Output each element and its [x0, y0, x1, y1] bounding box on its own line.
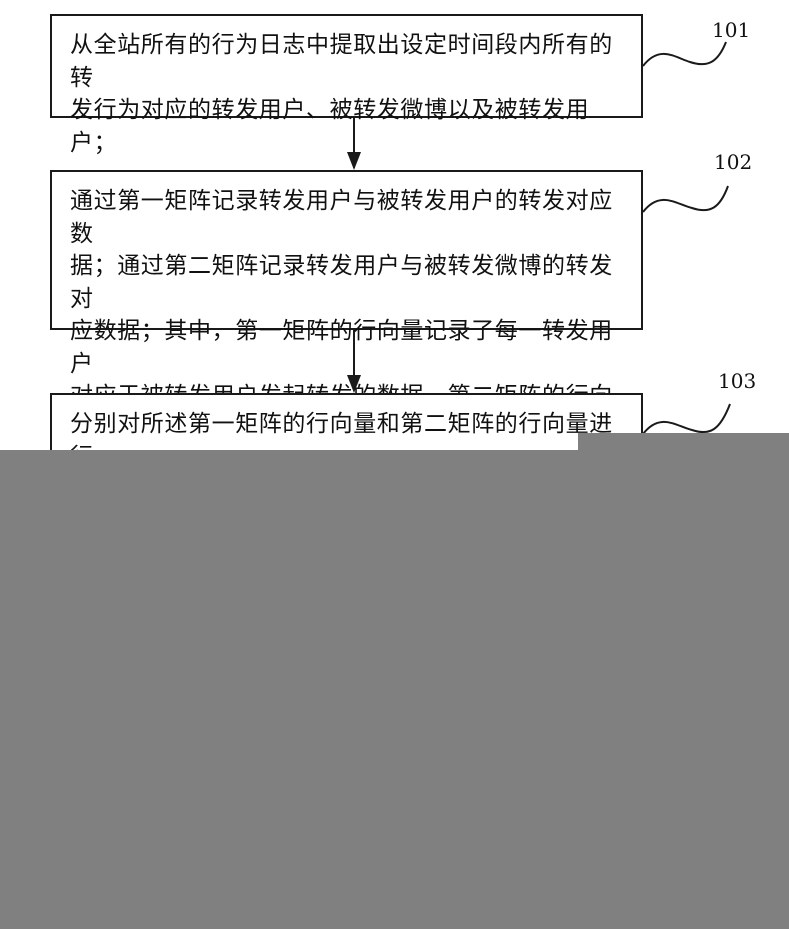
arrowhead-102-to-103: [347, 375, 361, 393]
leader-line-103: [642, 403, 731, 435]
step-label-102: 102: [714, 150, 753, 174]
leader-line-102: [642, 185, 729, 213]
step-box-102: 通过第一矩阵记录转发用户与被转发用户的转发对应数 据；通过第二矩阵记录转发用户与…: [50, 170, 643, 507]
step-label-103: 103: [718, 369, 757, 393]
leader-line-101: [642, 41, 727, 67]
redaction-overlay: [0, 450, 789, 929]
redaction-overlay-notch: [578, 433, 789, 453]
arrowhead-101-to-102: [347, 152, 361, 170]
step-label-101: 101: [712, 18, 751, 42]
step-box-101: 从全站所有的行为日志中提取出设定时间段内所有的转 发行为对应的转发用户、被转发微…: [50, 14, 643, 156]
step-text-101: 从全站所有的行为日志中提取出设定时间段内所有的转 发行为对应的转发用户、被转发微…: [70, 32, 613, 156]
